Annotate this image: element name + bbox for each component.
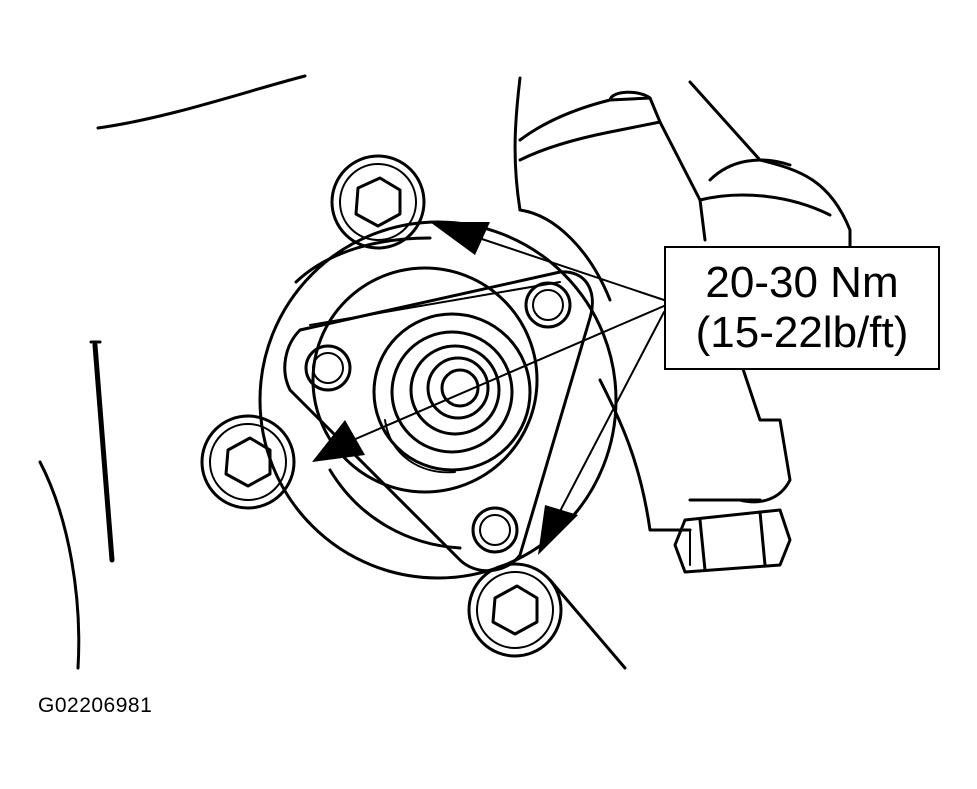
arrowhead-top: [430, 222, 490, 255]
background-contours: [38, 74, 307, 670]
callout-arrows: [329, 234, 665, 541]
torque-callout-box: 20-30 Nm (15-22lb/ft): [664, 246, 940, 370]
hex-nut: [673, 508, 792, 574]
arrowhead-left: [312, 420, 365, 462]
pulley-hub: [372, 312, 532, 474]
bolt-top-left: [330, 154, 426, 250]
arrowheads: [312, 222, 578, 555]
figure-id-label: G02206981: [38, 694, 153, 717]
lower-leader-line: [548, 578, 627, 670]
bolt-left: [200, 414, 296, 510]
torque-imperial-label: (15-22lb/ft): [695, 308, 909, 357]
bolt-bottom: [467, 562, 563, 658]
bracket-housing: [513, 76, 852, 532]
arrowhead-bottom: [538, 505, 578, 555]
torque-metric-label: 20-30 Nm: [705, 258, 899, 307]
